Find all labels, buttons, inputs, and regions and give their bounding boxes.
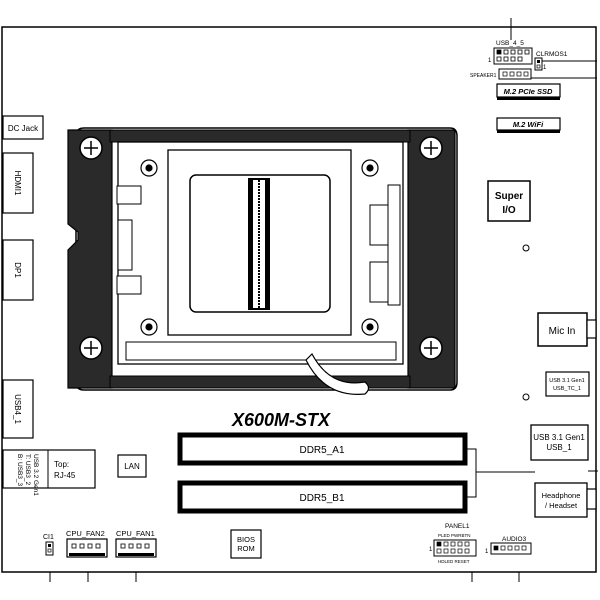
panel-label: PANEL1 bbox=[445, 523, 470, 530]
m2-wifi-label: M.2 WiFi bbox=[513, 120, 544, 129]
dc-jack-label: DC Jack bbox=[8, 124, 39, 133]
usb-4-5-pin1: 1 bbox=[488, 58, 492, 64]
super-io-label-line2: I/O bbox=[502, 205, 516, 216]
cpu-fan1-header: CPU_FAN1 bbox=[115, 529, 157, 582]
panel-top-pins-label: PLED PWRBTN bbox=[438, 533, 471, 538]
super-io-label-line1: Super bbox=[495, 191, 523, 202]
lan-label: LAN bbox=[124, 462, 140, 471]
usb4-port: USB4_1 bbox=[2, 379, 34, 439]
bios-rom-label-line2: ROM bbox=[237, 544, 255, 553]
mic-in-jack: Mic In bbox=[537, 312, 597, 347]
ddr5-b1-slot: DDR5_B1 bbox=[177, 480, 468, 514]
usb32-label-line1: USB 3.2 Gen1 bbox=[32, 454, 39, 496]
usb31-tc-label-line1: USB 3.1 Gen1 bbox=[549, 378, 584, 384]
cpu-fan2-label: CPU_FAN2 bbox=[66, 529, 105, 538]
audio-label: AUDIO3 bbox=[502, 536, 527, 543]
socket-screw-bl bbox=[79, 336, 103, 360]
usb31-label-line2: USB_1 bbox=[546, 443, 572, 452]
panel-pin1: 1 bbox=[429, 547, 433, 553]
audio-pin1: 1 bbox=[485, 549, 489, 555]
usb-4-5-label: USB_4_5 bbox=[496, 40, 524, 47]
clrmos-label: CLRMOS1 bbox=[536, 51, 568, 58]
cpu-fan2-header: CPU_FAN2 bbox=[66, 529, 108, 582]
speaker-header: SPEAKER1 bbox=[470, 68, 597, 80]
usb32-label-line2: T: USB3_2 bbox=[24, 454, 31, 485]
m2-wifi-slot: M.2 WiFi bbox=[496, 117, 561, 133]
model-name: X600M-STX bbox=[231, 410, 331, 430]
headphone-label-line2: / Headset bbox=[545, 501, 578, 510]
usb31-tc-port: USB 3.1 Gen1 USB_TC_1 bbox=[545, 371, 590, 397]
usb4-label: USB4_1 bbox=[13, 394, 22, 424]
hdmi-label: HDMI1 bbox=[13, 171, 22, 196]
ddr5-a1-label: DDR5_A1 bbox=[299, 445, 344, 456]
bios-rom-label-line1: BIOS bbox=[237, 535, 255, 544]
rj45-label-line2: RJ-45 bbox=[54, 471, 76, 480]
dc-jack: DC Jack bbox=[2, 115, 44, 140]
cpu-socket bbox=[67, 127, 458, 395]
usb31-label-line1: USB 3.1 Gen1 bbox=[533, 433, 585, 442]
mount-hole-lower bbox=[522, 393, 530, 401]
rj45-label-line1: Top: bbox=[54, 460, 69, 469]
usb32-rj45-stack: USB 3.2 Gen1 T: USB3_2 B: USB3_3 Top: RJ… bbox=[2, 449, 96, 496]
ddr-callout-bracket bbox=[467, 448, 535, 498]
hdmi-port: HDMI1 bbox=[2, 152, 34, 214]
speaker-label: SPEAKER1 bbox=[470, 73, 497, 79]
lan-chip: LAN bbox=[117, 454, 147, 478]
usb32-label-line3: B: USB3_3 bbox=[16, 454, 23, 487]
dp-label: DP1 bbox=[13, 262, 22, 278]
ci-label: CI1 bbox=[43, 534, 54, 541]
panel-bottom-pins-label: HDLED RESET bbox=[438, 559, 470, 564]
ddr5-b1-label: DDR5_B1 bbox=[299, 493, 344, 504]
audio-header: AUDIO3 1 bbox=[485, 536, 532, 582]
socket-screw-br bbox=[419, 336, 443, 360]
super-io-chip: Super I/O bbox=[487, 180, 531, 222]
dp-port: DP1 bbox=[2, 239, 34, 301]
bios-rom-chip: BIOS ROM bbox=[230, 529, 262, 559]
usb-4-5-header: USB_4_5 1 bbox=[488, 18, 533, 65]
headphone-jack: Headphone / Headset bbox=[534, 482, 597, 518]
socket-screw-tr bbox=[419, 136, 443, 160]
headphone-label-line1: Headphone bbox=[542, 491, 581, 500]
usb31-port: USB 3.1 Gen1 USB_1 bbox=[530, 424, 598, 472]
ci-header: CI1 bbox=[43, 534, 54, 582]
m2-ssd-slot: M.2 PCIe SSD bbox=[496, 83, 561, 100]
mic-in-label: Mic In bbox=[549, 326, 576, 337]
usb31-tc-label-line2: USB_TC_1 bbox=[553, 386, 581, 392]
cpu-fan1-label: CPU_FAN1 bbox=[116, 529, 155, 538]
socket-screw-tl bbox=[79, 136, 103, 160]
clrmos-header: CLRMOS1 1 bbox=[534, 51, 597, 71]
mount-hole-upper bbox=[522, 244, 530, 252]
board-outline bbox=[1, 26, 597, 573]
clrmos-pin1: 1 bbox=[543, 65, 547, 71]
m2-ssd-label: M.2 PCIe SSD bbox=[504, 87, 553, 96]
panel-header: PANEL1 PLED PWRBTN 1 HDLED RESET bbox=[429, 523, 477, 582]
ddr5-a1-slot: DDR5_A1 bbox=[177, 432, 468, 466]
